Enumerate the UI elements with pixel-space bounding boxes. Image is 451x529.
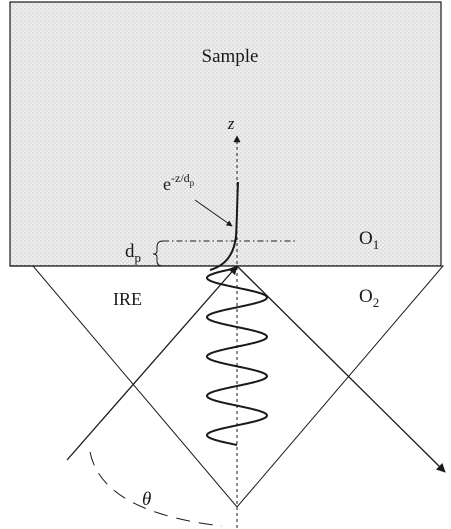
reflected-ray xyxy=(236,265,446,473)
decay-label: e-z/dp xyxy=(163,171,195,194)
decay-pointer-arrow xyxy=(194,199,233,227)
o1-label: O1 xyxy=(359,228,379,252)
dp-brace xyxy=(152,240,164,267)
o2-label: O2 xyxy=(359,286,379,310)
sample-region xyxy=(9,1,442,267)
incident-ray xyxy=(66,265,238,461)
evanescent-decay-curve xyxy=(209,181,239,271)
sample-label: Sample xyxy=(202,46,259,67)
ire-label: IRE xyxy=(113,289,142,309)
z-axis-label: z xyxy=(227,114,235,133)
dp-label: dp xyxy=(125,241,141,265)
theta-label: θ xyxy=(142,489,151,510)
standing-wave xyxy=(205,267,269,446)
